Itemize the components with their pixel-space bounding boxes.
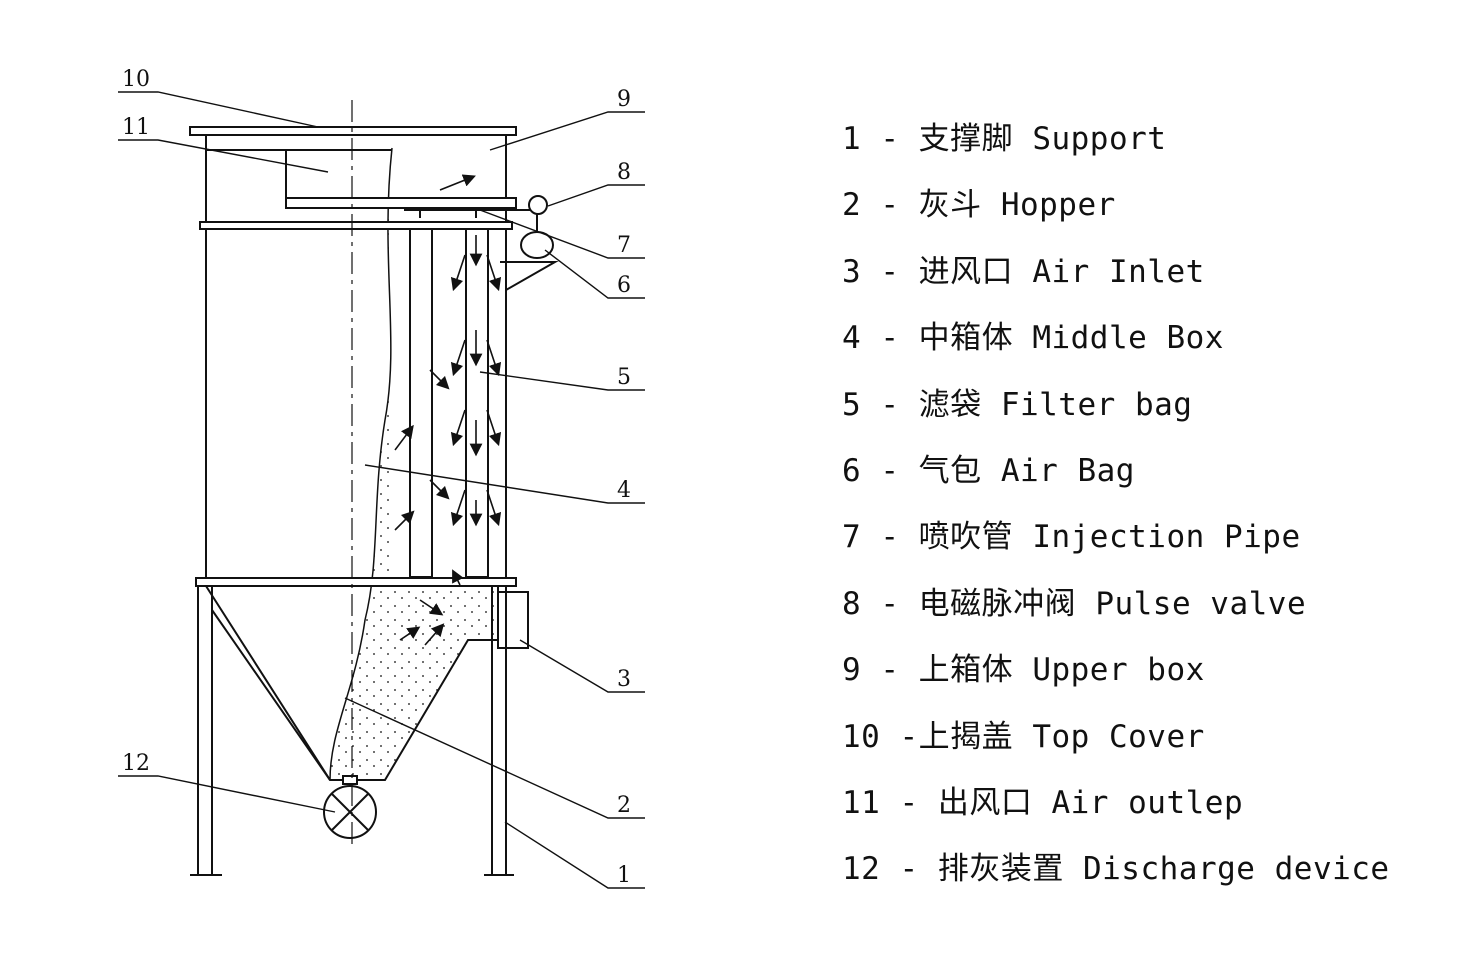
callout-5: 5 — [617, 365, 631, 390]
callout-7: 7 — [617, 233, 631, 258]
legend-item: 1 - 支撑脚 Support — [842, 121, 1167, 157]
discharge-cross — [331, 793, 369, 831]
legend-item: 4 - 中箱体 Middle Box — [842, 320, 1224, 357]
flow-arrows — [394, 174, 502, 646]
legend-item: 7 - 喷吹管 Injection Pipe — [842, 519, 1301, 556]
lower-flange — [195, 577, 517, 587]
filter-bag-right — [465, 228, 489, 578]
upper-flange — [199, 221, 513, 230]
top-cover — [189, 126, 517, 136]
legend-item: 11 - 出风口 Air outlep — [842, 784, 1244, 821]
callout-6: 6 — [617, 273, 631, 298]
legend-item: 3 - 进风口 Air Inlet — [842, 253, 1205, 290]
dust-area — [330, 148, 498, 780]
injection-pipe — [404, 209, 530, 218]
discharge-neck — [342, 775, 358, 785]
dust-boundary — [329, 147, 393, 781]
callout-4: 4 — [617, 478, 631, 503]
leader-lines — [118, 91, 645, 889]
parts-legend: 1 - 支撑脚 Support 2 - 灰斗 Hopper 3 - 进风口 Ai… — [842, 114, 1390, 911]
legend-item: 9 - 上箱体 Upper box — [842, 652, 1205, 689]
filter-bag-left — [409, 228, 433, 578]
callouts: 10 11 9 8 7 6 5 4 3 2 12 1 — [122, 67, 631, 888]
dust-collector-diagram: 10 11 9 8 7 6 5 4 3 2 12 1 — [118, 67, 645, 889]
legend-item: 2 - 灰斗 Hopper — [842, 187, 1116, 224]
callout-9: 9 — [617, 87, 631, 112]
callout-12: 12 — [122, 751, 150, 776]
air-bag-bracket — [500, 214, 559, 291]
air-inlet — [497, 591, 529, 649]
tube-sheet — [285, 197, 517, 209]
support-legs — [190, 586, 514, 876]
callout-3: 3 — [617, 667, 631, 692]
callout-1: 1 — [617, 863, 631, 888]
legend-item: 10 -上揭盖 Top Cover — [842, 718, 1205, 755]
callout-8: 8 — [617, 160, 631, 185]
legend-item: 8 - 电磁脉冲阀 Pulse valve — [842, 585, 1307, 622]
middle-box — [205, 229, 507, 582]
legend-item: 12 - 排灰装置 Discharge device — [842, 851, 1390, 888]
legend-item: 5 - 滤袋 Filter bag — [842, 386, 1193, 423]
legend-item: 6 - 气包 Air Bag — [842, 452, 1135, 489]
callout-10: 10 — [122, 67, 150, 92]
callout-11: 11 — [122, 115, 150, 140]
callout-2: 2 — [617, 793, 631, 818]
pulse-valve — [528, 195, 548, 215]
